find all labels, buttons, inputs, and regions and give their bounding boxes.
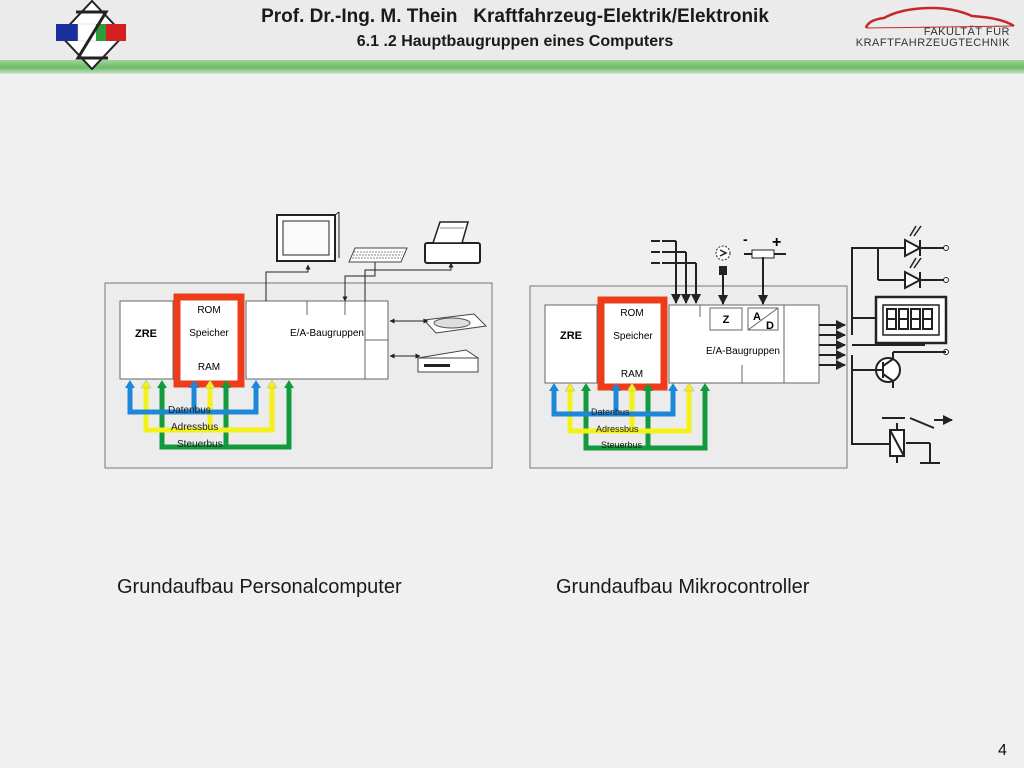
header-bar <box>0 60 1024 74</box>
seven-segment-display-icon <box>874 295 949 355</box>
input-switches-icon <box>651 240 701 304</box>
pc-ram-label: RAM <box>198 362 220 373</box>
monitor-icon <box>276 211 340 262</box>
floppy-drive-icon <box>422 313 488 334</box>
header-subtitle: 6.1 .2 Hauptbaugruppen eines Computers <box>356 33 674 50</box>
led-icon <box>877 225 949 290</box>
pc-zre-label: ZRE <box>135 328 157 340</box>
pc-ea-box <box>245 300 389 380</box>
mc-minus-label: - <box>743 231 748 247</box>
caption-personalcomputer: Grundaufbau Personalcomputer <box>117 576 402 598</box>
mc-z-label: Z <box>723 314 730 326</box>
header <box>0 0 1024 66</box>
faculty-line2: KRAFTFAHRZEUGTECHNIK <box>855 37 1010 49</box>
pc-steuerbus-label: Steuerbus <box>177 439 223 450</box>
mc-steuerbus <box>583 387 708 451</box>
header-title: Prof. Dr.-Ing. M. Thein Kraftfahrzeug-El… <box>261 6 769 27</box>
mc-adressbus <box>567 387 692 434</box>
keyboard-icon <box>348 247 408 263</box>
mc-ea-label: E/A-Baugruppen <box>706 346 780 357</box>
mc-diagram: ZRE ROM Speicher RAM Z A D E/A-Baugruppe… <box>529 225 953 469</box>
mc-counter-box <box>709 307 743 331</box>
mc-rom-label: ROM <box>620 308 643 319</box>
mc-ea-box <box>668 304 820 384</box>
mc-output-lines <box>819 247 925 445</box>
mc-ram-label: RAM <box>621 369 643 380</box>
disk-drive-icon <box>416 349 480 373</box>
faculty-line1: FAKULTÄT FÜR <box>923 26 1010 38</box>
potentiometer-icon: - + <box>743 231 786 305</box>
mc-d-label: D <box>766 320 774 332</box>
page-number: 4 <box>998 742 1007 759</box>
caption-mikrocontroller: Grundaufbau Mikrocontroller <box>556 576 810 598</box>
pc-adressbus <box>143 384 275 433</box>
mc-a-label: A <box>753 311 761 323</box>
mc-plus-label: + <box>772 234 781 251</box>
mc-datenbus <box>551 387 676 417</box>
pc-datenbus <box>127 384 259 415</box>
relay-icon <box>882 415 953 464</box>
mc-speicher-label: Speicher <box>613 331 653 342</box>
mc-adressbus-label: Adressbus <box>596 424 639 434</box>
mc-datenbus-label: Datenbus <box>591 407 630 417</box>
pc-rom-label: ROM <box>197 305 220 316</box>
pc-ea-label: E/A-Baugruppen <box>290 328 364 339</box>
pc-zre-box <box>119 300 174 380</box>
mc-zre-label: ZRE <box>560 330 582 342</box>
car-outline-icon <box>864 6 1015 29</box>
printer-icon <box>424 221 481 264</box>
transistor-icon <box>875 351 946 388</box>
mc-zre-box <box>544 304 598 384</box>
pc-speicher-label: Speicher <box>189 328 229 339</box>
sensor-icon <box>715 245 731 305</box>
pc-adressbus-label: Adressbus <box>171 422 218 433</box>
faculty-logo: FAKULTÄT FÜR KRAFTFAHRZEUGTECHNIK <box>856 4 1020 52</box>
university-logo-icon <box>56 0 126 70</box>
pc-datenbus-label: Datenbus <box>168 405 211 416</box>
pc-diagram: ZRE ROM Speicher RAM E/A-Baugruppen <box>104 211 493 469</box>
mc-steuerbus-label: Steuerbus <box>601 440 643 450</box>
pc-steuerbus <box>159 384 292 450</box>
